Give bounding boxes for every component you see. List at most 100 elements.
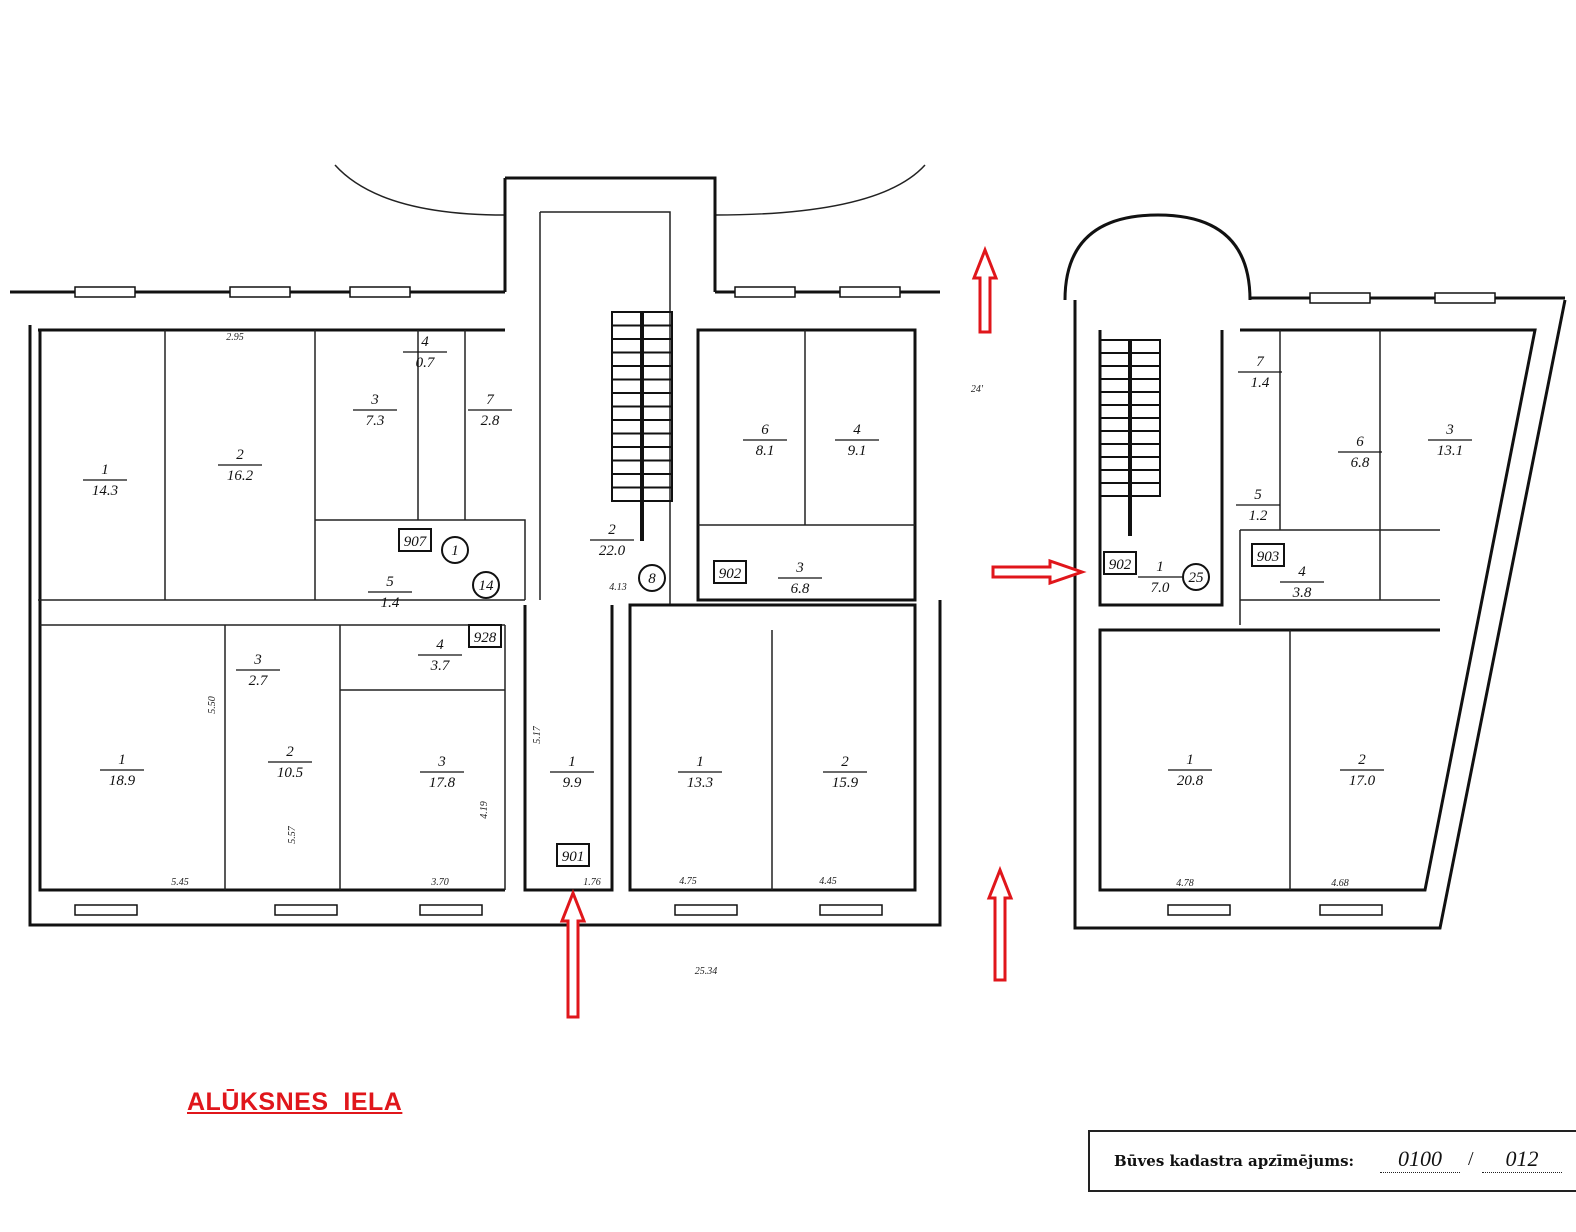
room-number: 6 (761, 422, 769, 438)
room-labels: 114.3216.237.340.751.472.8118.9210.5317.… (83, 334, 1472, 791)
room-area: 20.8 (1177, 773, 1204, 789)
cadastre-part2: 012 (1482, 1146, 1562, 1173)
room-area: 6.8 (791, 581, 810, 597)
room-area: 1.2 (1249, 508, 1268, 524)
room-number: 4 (1298, 564, 1306, 580)
room-area: 8.1 (756, 443, 775, 459)
windows (74, 286, 1496, 916)
room-label: 118.9 (100, 752, 144, 789)
room-number: 7 (486, 392, 495, 408)
room-label: 37.3 (353, 392, 397, 429)
room-number: 1 (118, 752, 126, 768)
room-label: 72.8 (468, 392, 512, 429)
room-area: 0.7 (416, 355, 436, 371)
circled-marker: 8 (638, 564, 666, 592)
room-number: 2 (841, 754, 849, 770)
room-area: 14.3 (92, 483, 118, 499)
room-number: 1 (1156, 559, 1164, 575)
room-area: 1.4 (1251, 375, 1270, 391)
apartment-tag: 907 (398, 528, 432, 552)
room-number: 1 (101, 462, 109, 478)
dimension-label: 4.75 (679, 876, 697, 887)
stairs-right (1099, 339, 1161, 536)
room-area: 15.9 (832, 775, 859, 791)
room-area: 6.8 (1351, 455, 1370, 471)
room-area: 10.5 (277, 765, 304, 781)
apartment-tag-text: 902 (719, 566, 742, 582)
room-number: 2 (608, 522, 616, 538)
circled-marker: 1 (441, 536, 469, 564)
room-number: 2 (1358, 752, 1366, 768)
dimension-label: 5.57 (287, 825, 298, 844)
room-number: 3 (437, 754, 446, 770)
apartment-tag-text: 928 (474, 630, 497, 646)
cadastre-part1: 0100 (1380, 1146, 1460, 1173)
cadastre-separator: / (1468, 1148, 1474, 1170)
room-label: 51.4 (368, 574, 412, 611)
dimension-label: 5.45 (171, 877, 189, 888)
dimension-label: 4.45 (819, 876, 837, 887)
dimension-label: 4.68 (1331, 878, 1349, 889)
room-label: 317.8 (420, 754, 464, 791)
room-number: 3 (253, 652, 262, 668)
room-label: 215.9 (823, 754, 867, 791)
room-number: 5 (1254, 487, 1262, 503)
arrow-up-icon (986, 865, 1014, 982)
room-label: 17.0 (1138, 559, 1182, 596)
room-label: 71.4 (1238, 354, 1282, 391)
room-area: 17.8 (429, 775, 456, 791)
circled-marker: 14 (472, 571, 500, 599)
room-area: 3.7 (430, 658, 451, 674)
room-number: 2 (286, 744, 294, 760)
room-label: 66.8 (1338, 434, 1382, 471)
room-number: 1 (696, 754, 704, 770)
room-area: 7.0 (1151, 580, 1170, 596)
dimension-label: 24' (971, 384, 984, 395)
cadastre-label: Būves kadastra apzīmējums: (1114, 1152, 1355, 1170)
room-number: 2 (236, 447, 244, 463)
room-number: 3 (1445, 422, 1454, 438)
room-label: 68.1 (743, 422, 787, 459)
room-number: 7 (1256, 354, 1265, 370)
room-label: 114.3 (83, 462, 127, 499)
room-number: 1 (568, 754, 576, 770)
room-area: 9.1 (848, 443, 867, 459)
entrance-arrows (559, 245, 1087, 1019)
room-number: 1 (1186, 752, 1194, 768)
room-number: 5 (386, 574, 394, 590)
apartment-tag-text: 901 (562, 849, 585, 865)
room-number: 3 (795, 560, 804, 576)
dimension-label: 25.34 (695, 966, 718, 977)
room-area: 2.8 (481, 413, 500, 429)
room-label: 43.7 (418, 637, 462, 674)
dimension-label: 4.19 (479, 801, 490, 819)
room-label: 113.3 (678, 754, 722, 791)
walls (10, 164, 1567, 930)
room-label: 19.9 (550, 754, 594, 791)
room-number: 4 (436, 637, 444, 653)
dimension-label: 4.78 (1176, 878, 1194, 889)
apartment-tag-text: 907 (404, 534, 428, 550)
circled-marker: 25 (1182, 563, 1210, 591)
room-number: 4 (853, 422, 861, 438)
room-area: 16.2 (227, 468, 254, 484)
room-area: 18.9 (109, 773, 136, 789)
room-label: 210.5 (268, 744, 312, 781)
room-area: 7.3 (366, 413, 385, 429)
arrow-up-icon (559, 888, 587, 1019)
room-label: 222.0 (590, 522, 634, 559)
room-label: 313.1 (1428, 422, 1472, 459)
dimension-label: 5.50 (207, 696, 218, 714)
room-area: 3.8 (1292, 585, 1312, 601)
apartment-tag: 928 (468, 624, 502, 648)
circled-marker-text: 25 (1189, 570, 1205, 586)
room-label: 40.7 (403, 334, 447, 371)
room-label: 32.7 (236, 652, 280, 689)
arrow-up-icon (971, 245, 999, 334)
apartment-tag-text: 902 (1109, 557, 1132, 573)
circled-marker-text: 8 (648, 571, 656, 587)
room-number: 3 (370, 392, 379, 408)
room-label: 120.8 (1168, 752, 1212, 789)
